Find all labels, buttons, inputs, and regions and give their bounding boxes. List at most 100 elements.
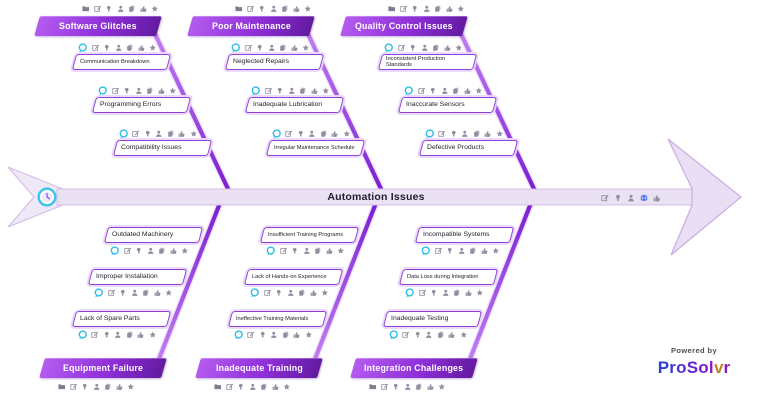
- person-icon[interactable]: [117, 5, 125, 13]
- cause-box[interactable]: Improper Installation: [87, 269, 188, 285]
- cause-box[interactable]: Neglected Repairs: [225, 54, 325, 70]
- thumbs-up-icon[interactable]: [116, 383, 124, 391]
- category-banner[interactable]: Quality Control Issues: [340, 16, 468, 36]
- edit-icon[interactable]: [380, 383, 389, 391]
- lightbulb-icon[interactable]: [614, 194, 622, 202]
- lightbulb-icon[interactable]: [144, 130, 152, 138]
- thumbs-up-icon[interactable]: [170, 247, 178, 255]
- clock-badge[interactable]: [37, 187, 57, 207]
- edit-icon[interactable]: [399, 5, 408, 13]
- lightbulb-icon[interactable]: [450, 130, 458, 138]
- thumbs-up-icon[interactable]: [326, 247, 334, 255]
- edit-icon[interactable]: [263, 289, 272, 297]
- person-icon[interactable]: [268, 44, 276, 52]
- star-icon[interactable]: [127, 383, 135, 391]
- star-icon[interactable]: [476, 289, 484, 297]
- edit-icon[interactable]: [285, 130, 293, 138]
- cause-box[interactable]: Inadequate Lubrication: [245, 97, 345, 113]
- edit-icon[interactable]: [398, 44, 406, 52]
- edit-icon[interactable]: [245, 44, 253, 52]
- person-icon[interactable]: [421, 44, 429, 52]
- comment-icon[interactable]: [389, 330, 399, 340]
- copy-icon[interactable]: [469, 247, 477, 255]
- comment-icon[interactable]: [119, 129, 129, 139]
- lightbulb-icon[interactable]: [259, 331, 267, 339]
- cause-box[interactable]: Outdated Machinery: [104, 227, 204, 243]
- copy-icon[interactable]: [434, 5, 442, 13]
- copy-icon[interactable]: [298, 289, 306, 297]
- copy-icon[interactable]: [437, 331, 445, 339]
- comment-icon[interactable]: [94, 288, 104, 298]
- copy-icon[interactable]: [314, 247, 322, 255]
- copy-icon[interactable]: [260, 383, 268, 391]
- root-node-label[interactable]: Automation Issues: [327, 191, 425, 203]
- comment-icon[interactable]: [425, 129, 435, 139]
- person-icon[interactable]: [308, 130, 316, 138]
- lightbulb-icon[interactable]: [409, 44, 417, 52]
- person-icon[interactable]: [270, 331, 278, 339]
- lightbulb-icon[interactable]: [81, 383, 89, 391]
- person-icon[interactable]: [131, 289, 139, 297]
- lightbulb-icon[interactable]: [258, 5, 266, 13]
- thumbs-up-icon[interactable]: [653, 194, 661, 202]
- star-icon[interactable]: [496, 130, 504, 138]
- copy-icon[interactable]: [104, 383, 112, 391]
- lightbulb-icon[interactable]: [291, 247, 299, 255]
- person-icon[interactable]: [93, 383, 101, 391]
- person-icon[interactable]: [461, 130, 469, 138]
- lightbulb-icon[interactable]: [237, 383, 245, 391]
- lightbulb-icon[interactable]: [119, 289, 127, 297]
- thumbs-up-icon[interactable]: [484, 130, 492, 138]
- thumbs-up-icon[interactable]: [138, 44, 146, 52]
- edit-icon[interactable]: [247, 331, 255, 339]
- person-icon[interactable]: [115, 44, 123, 52]
- star-icon[interactable]: [457, 5, 465, 13]
- star-icon[interactable]: [304, 5, 312, 13]
- lightbulb-icon[interactable]: [430, 289, 438, 297]
- folder-icon[interactable]: [235, 5, 243, 13]
- thumbs-up-icon[interactable]: [465, 289, 473, 297]
- thumbs-up-icon[interactable]: [464, 87, 472, 95]
- star-icon[interactable]: [165, 289, 173, 297]
- star-icon[interactable]: [149, 331, 157, 339]
- star-icon[interactable]: [337, 247, 345, 255]
- comment-icon[interactable]: [98, 86, 108, 96]
- copy-icon[interactable]: [142, 289, 150, 297]
- edit-icon[interactable]: [418, 87, 426, 95]
- star-icon[interactable]: [181, 247, 189, 255]
- person-icon[interactable]: [288, 87, 296, 95]
- edit-icon[interactable]: [93, 5, 102, 13]
- thumbs-up-icon[interactable]: [427, 383, 435, 391]
- lightbulb-icon[interactable]: [135, 247, 143, 255]
- person-icon[interactable]: [442, 289, 450, 297]
- edit-icon[interactable]: [601, 194, 609, 202]
- thumbs-up-icon[interactable]: [293, 331, 301, 339]
- person-icon[interactable]: [249, 383, 257, 391]
- comment-icon[interactable]: [78, 43, 88, 53]
- copy-icon[interactable]: [128, 5, 136, 13]
- thumbs-up-icon[interactable]: [272, 383, 280, 391]
- star-icon[interactable]: [302, 44, 310, 52]
- thumbs-up-icon[interactable]: [448, 331, 456, 339]
- folder-icon[interactable]: [388, 5, 396, 13]
- person-icon[interactable]: [287, 289, 295, 297]
- edit-icon[interactable]: [418, 289, 427, 297]
- thumbs-up-icon[interactable]: [178, 130, 186, 138]
- edit-icon[interactable]: [92, 44, 100, 52]
- lightbulb-icon[interactable]: [392, 383, 400, 391]
- thumbs-up-icon[interactable]: [137, 331, 145, 339]
- edit-icon[interactable]: [438, 130, 446, 138]
- lightbulb-icon[interactable]: [446, 247, 454, 255]
- cause-box[interactable]: Inadequate Testing: [382, 311, 482, 327]
- comment-icon[interactable]: [231, 43, 241, 53]
- edit-icon[interactable]: [402, 331, 410, 339]
- thumbs-up-icon[interactable]: [293, 5, 301, 13]
- edit-icon[interactable]: [265, 87, 273, 95]
- folder-icon[interactable]: [82, 5, 90, 13]
- comment-icon[interactable]: [251, 86, 261, 96]
- globe-icon[interactable]: [640, 194, 648, 202]
- cause-box[interactable]: Lack of Hands-on Experience: [243, 269, 344, 285]
- lightbulb-icon[interactable]: [123, 87, 131, 95]
- copy-icon[interactable]: [415, 383, 423, 391]
- copy-icon[interactable]: [158, 247, 166, 255]
